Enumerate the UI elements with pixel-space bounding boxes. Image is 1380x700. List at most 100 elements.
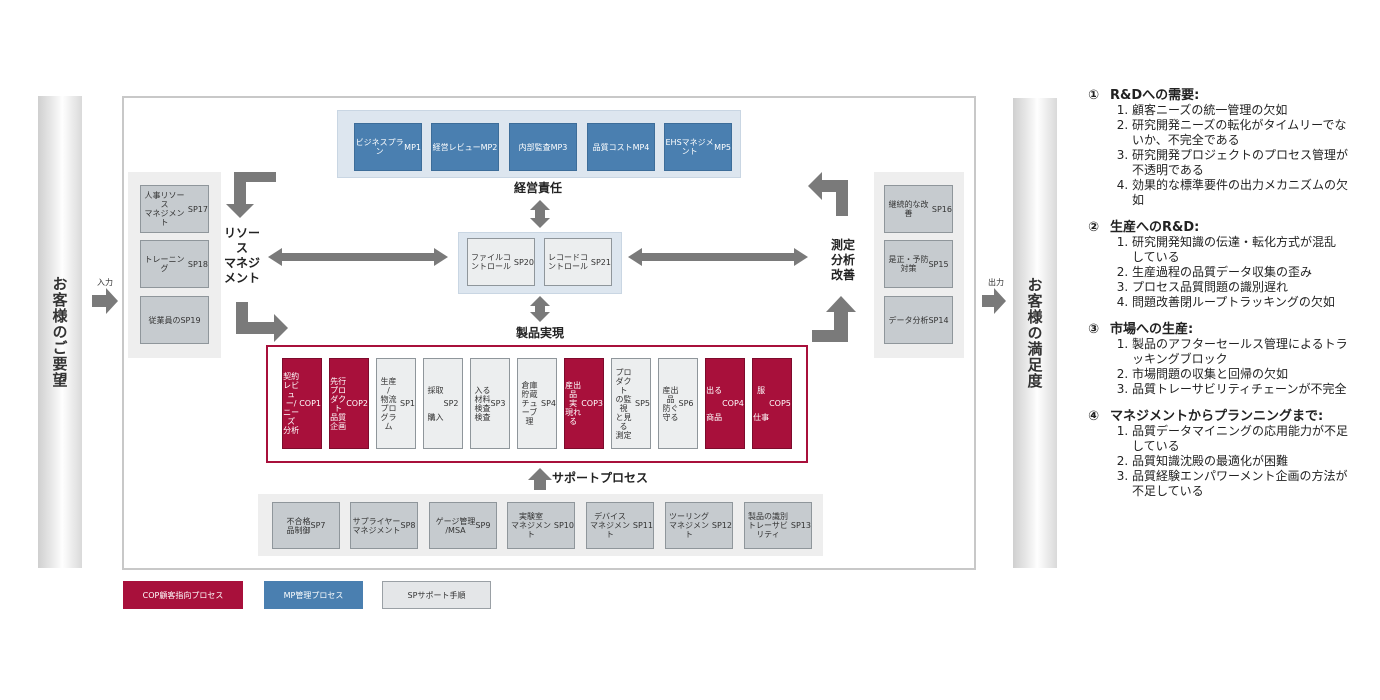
- process-box-code: COP2: [346, 399, 368, 408]
- sp-box-code: SP18: [187, 259, 208, 269]
- process-box-text: プロダクト の監視 と見る 測定: [615, 367, 632, 440]
- sp-box-text: 不合格 品制御: [286, 516, 311, 535]
- customer-satisfaction-label: お客様の満足度: [1025, 277, 1044, 389]
- process-box-text: 契約 レビュー/ ニーズ 分析: [283, 372, 300, 435]
- note-item: 市場問題の収集と回帰の欠如: [1132, 367, 1348, 382]
- note-item: 品質経験エンパワーメント企画の方法が不足している: [1132, 469, 1348, 499]
- support-process-label: サポートプロセス: [551, 471, 648, 485]
- legend-mp-text: MP管理プロセス: [283, 590, 344, 600]
- note-title: R&Dへの需要:: [1110, 88, 1200, 103]
- process-box-text: 出る 商品: [706, 385, 723, 422]
- issues-notes: ①R&Dへの需要: 顧客ニーズの統一管理の欠如 研究開発ニーズの転化がタイムリー…: [1088, 88, 1348, 511]
- legend-mp: MP管理プロセス: [264, 581, 363, 609]
- legend-sp-text: SPサポート手順: [407, 590, 466, 600]
- note-list: 顧客ニーズの統一管理の欠如 研究開発ニーズの転化がタイムリーでないか、不完全であ…: [1088, 103, 1348, 208]
- process-box-text: 生産 / 物流 プログラム: [380, 376, 397, 431]
- sp-box-code: SP11: [632, 521, 653, 530]
- output-arrow: [982, 288, 1006, 314]
- sp-box-text: 是正・予防 対策: [888, 255, 929, 273]
- note-item: 効果的な標準要件の出力メカニズムの欠如: [1132, 178, 1348, 208]
- note-item: 品質データマイニングの応用能力が不足している: [1132, 424, 1348, 454]
- sp-box-text: 継続的な改善: [888, 200, 929, 218]
- sp-box-text: ツーリング マネジメント: [668, 512, 709, 539]
- sp-box-code: SP13: [790, 521, 811, 530]
- note-title: 生産へのR&D:: [1110, 220, 1200, 235]
- sp-box-code: SP12: [711, 521, 732, 530]
- sp-box-code: SP21: [590, 257, 611, 267]
- mp-box-text: 内部監査: [518, 142, 551, 152]
- process-box-code: SP4: [541, 399, 556, 408]
- mp-box-code: MP5: [714, 142, 731, 152]
- sp-box-code: SP9: [475, 521, 491, 530]
- process-box-code: SP1: [400, 399, 415, 408]
- sp-box-text: ゲージ管理 /MSA: [435, 516, 476, 535]
- mp-box-text: 品質コスト: [592, 142, 633, 152]
- process-box-text: 産出 品 防ぐ 守る: [662, 385, 679, 422]
- legend-sp: SPサポート手順: [382, 581, 491, 609]
- mp-box-code: MP1: [404, 142, 421, 152]
- mp-box-text: EHSマネジメント: [665, 138, 714, 156]
- note-number: ③: [1088, 322, 1100, 337]
- process-box-code: SP3: [490, 399, 506, 408]
- note-item: 生産過程の品質データ収集の歪み: [1132, 265, 1348, 280]
- right-double-arrow: [628, 248, 808, 266]
- customer-requirements-bar: お客様のご要望: [38, 96, 82, 568]
- sp-box-code: SP16: [931, 204, 952, 214]
- legend-cop-text: COP顧客指向プロセス: [142, 590, 224, 600]
- sp-box-code: SP14: [928, 315, 949, 325]
- note-list: 研究開発知識の伝達・転化方式が混乱している 生産過程の品質データ収集の歪み プロ…: [1088, 235, 1348, 310]
- sp-box-text: 従業員の: [148, 315, 181, 325]
- sp-box-code: SP20: [513, 257, 534, 267]
- note-item: 問題改善閉ループトラッキングの欠如: [1132, 295, 1348, 310]
- mp-box-code: MP3: [550, 142, 568, 152]
- measurement-analysis-label: 測定 分析 改善: [830, 238, 855, 282]
- sp-box-code: SP15: [928, 259, 949, 269]
- note-item: 研究開発知識の伝達・転化方式が混乱している: [1132, 235, 1348, 265]
- note-item: 製品のアフターセールス管理によるトラッキングブロック: [1132, 337, 1348, 367]
- sp-box-text: データ分析: [888, 315, 929, 325]
- process-box-code: SP6: [678, 399, 694, 408]
- mp-box-text: ビジネスプラン: [355, 138, 404, 156]
- process-box-code: COP5: [769, 399, 791, 408]
- note-number: ④: [1088, 409, 1100, 424]
- sp-box-text: 人事リソース マネジメント: [144, 191, 185, 227]
- note-section-1: ①R&Dへの需要: 顧客ニーズの統一管理の欠如 研究開発ニーズの転化がタイムリー…: [1088, 88, 1348, 208]
- process-box-text: 採取 購入: [427, 385, 444, 422]
- note-item: 研究開発プロジェクトのプロセス管理が不透明である: [1132, 148, 1348, 178]
